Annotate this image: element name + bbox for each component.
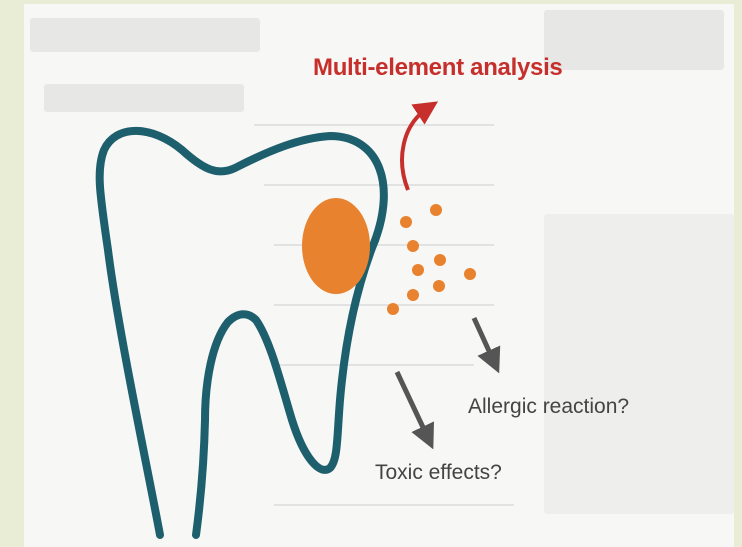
particle-dot bbox=[407, 240, 419, 252]
allergic-reaction-label: Allergic reaction? bbox=[468, 395, 629, 419]
particle-dot bbox=[433, 280, 445, 292]
particle-dot bbox=[434, 254, 446, 266]
particle-dot bbox=[387, 303, 399, 315]
diagram-title: Multi-element analysis bbox=[313, 54, 562, 82]
particle-dot bbox=[412, 264, 424, 276]
filling-ellipse bbox=[302, 198, 370, 294]
particle-dot bbox=[430, 204, 442, 216]
particle-dot bbox=[464, 268, 476, 280]
released-particles bbox=[387, 204, 476, 315]
toxic-effects-label: Toxic effects? bbox=[375, 461, 502, 485]
particle-dot bbox=[400, 216, 412, 228]
allergic-arrow bbox=[474, 318, 494, 362]
toxic-arrow bbox=[397, 372, 428, 438]
particle-dot bbox=[407, 289, 419, 301]
tooth-outline bbox=[100, 131, 384, 535]
analysis-arrow bbox=[402, 108, 428, 190]
